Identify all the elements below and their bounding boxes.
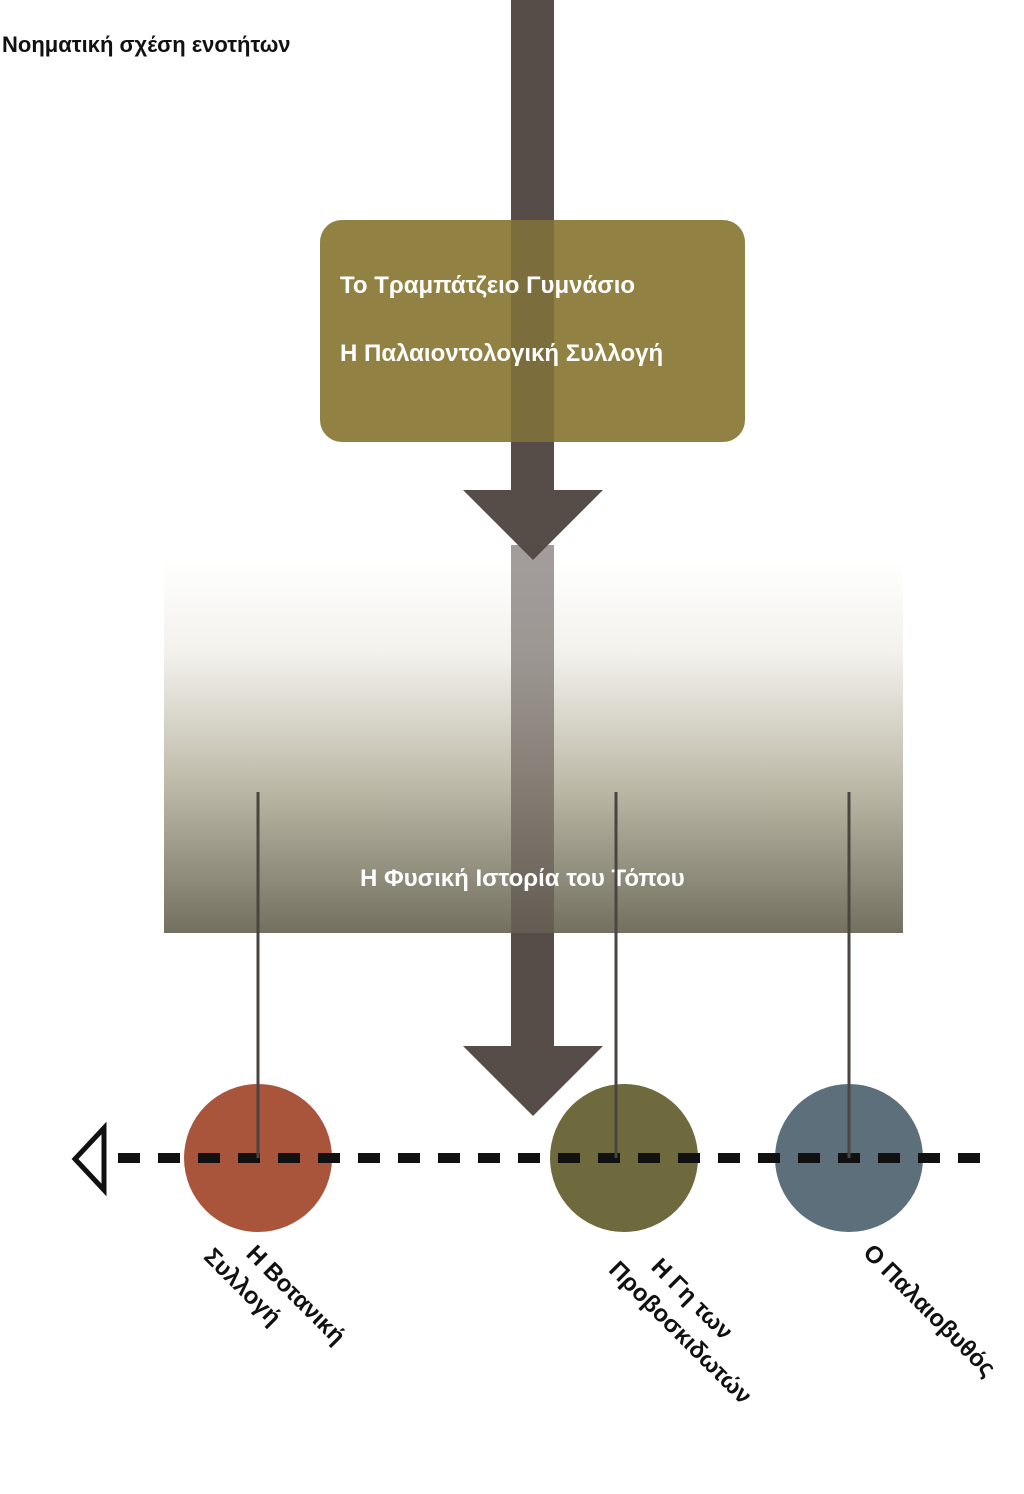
- middle-panel-label: Η Φυσική Ιστορία του Τόπου: [360, 865, 685, 892]
- node-label-paleovythos: Ο Παλαιοβυθός: [858, 1239, 1001, 1382]
- node-circle-proboscidea: [550, 1084, 698, 1232]
- top-box-arrow-overlay: [511, 220, 554, 442]
- top-box-line-1: Το Τραμπάτζειο Γυμνάσιο: [340, 272, 635, 299]
- main-arrow-head-2: [463, 1046, 603, 1116]
- page-title: Νοηματική σχέση ενοτήτων: [2, 32, 291, 57]
- top-box: [320, 220, 745, 442]
- timeline-arrow-icon: [71, 1121, 107, 1197]
- top-box-line-2: Η Παλαιοντολογική Συλλογή: [340, 340, 663, 367]
- main-arrow-shaft-lower: [511, 933, 554, 1050]
- main-arrow-head-1: [463, 490, 603, 560]
